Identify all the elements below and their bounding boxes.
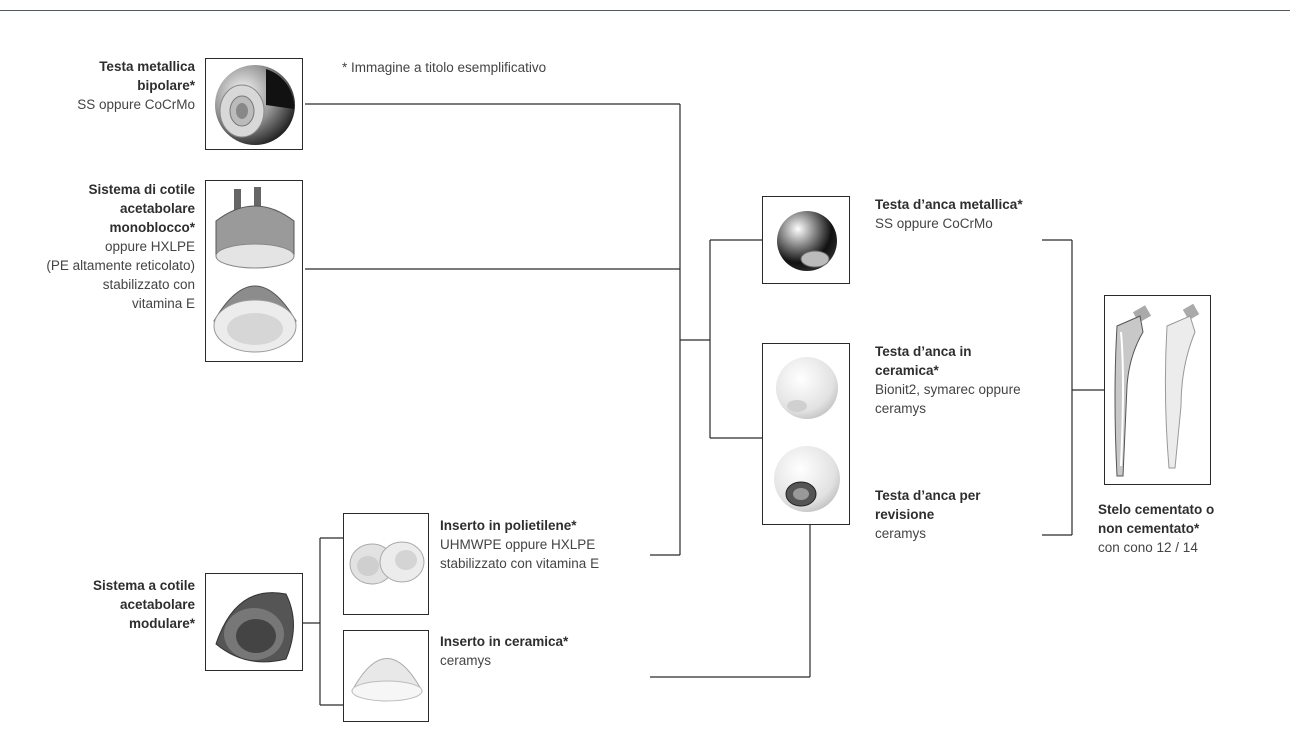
metal-head-title: Testa d’anca metallica*: [875, 197, 1023, 212]
metal-head-desc: SS oppure CoCrMo: [875, 216, 993, 231]
stem-label: Stelo cementato o non cementato* con con…: [1098, 500, 1278, 557]
monobloc-title-2: acetabolare: [119, 201, 195, 216]
ceramic-head-title-2: ceramica*: [875, 363, 939, 378]
modular-cup-label: Sistema a cotile acetabolare modulare*: [40, 576, 195, 633]
modular-title-1: Sistema a cotile: [92, 578, 195, 593]
note-text: * Immagine a titolo esemplificativo: [342, 60, 547, 75]
ceramic-insert-title: Inserto in ceramica*: [440, 634, 569, 649]
metal-head-image: [762, 196, 850, 284]
revision-head-label: Testa d’anca per revisione ceramys: [875, 486, 1075, 543]
bipolar-head-title-2: bipolare*: [137, 78, 195, 93]
revision-head-desc: ceramys: [875, 526, 927, 541]
ceramic-head-title-1: Testa d’anca in: [875, 344, 972, 359]
ceramic-heads-image: [762, 343, 850, 525]
monobloc-desc-2: (PE altamente reticolato): [46, 258, 195, 273]
monobloc-desc-3: stabilizzato con: [102, 277, 195, 292]
stem-desc: con cono 12 / 14: [1098, 540, 1198, 555]
ceramic-head-desc-2: ceramys: [875, 401, 927, 416]
pe-insert-desc-1: UHMWPE oppure HXLPE: [440, 537, 596, 552]
modular-cup-image: [205, 573, 303, 671]
pe-insert-image: [343, 513, 429, 615]
stem-title-1: Stelo cementato o: [1098, 502, 1215, 517]
bipolar-head-label: Testa metallica bipolare* SS oppure CoCr…: [40, 57, 195, 114]
monobloc-title-1: Sistema di cotile: [88, 182, 195, 197]
monobloc-title-3: monoblocco*: [109, 220, 195, 235]
bipolar-head-desc: SS oppure CoCrMo: [77, 97, 195, 112]
ceramic-head-desc-1: Bionit2, symarec oppure: [875, 382, 1021, 397]
top-rule: [0, 10, 1290, 11]
revision-head-title-2: revisione: [875, 507, 935, 522]
stem-image: [1104, 295, 1211, 485]
revision-head-title-1: Testa d’anca per: [875, 488, 981, 503]
ceramic-insert-desc: ceramys: [440, 653, 492, 668]
pe-insert-title: Inserto in polietilene*: [440, 518, 577, 533]
monobloc-desc-4: vitamina E: [131, 296, 195, 311]
bipolar-head-title-1: Testa metallica: [99, 59, 195, 74]
modular-title-2: acetabolare: [119, 597, 195, 612]
stem-title-2: non cementato*: [1098, 521, 1200, 536]
ceramic-head-label: Testa d’anca in ceramica* Bionit2, symar…: [875, 342, 1075, 418]
pe-insert-label: Inserto in polietilene* UHMWPE oppure HX…: [440, 516, 660, 573]
monobloc-cup-image: [205, 180, 303, 362]
metal-head-label: Testa d’anca metallica* SS oppure CoCrMo: [875, 195, 1075, 233]
monobloc-cup-label: Sistema di cotile acetabolare monoblocco…: [40, 180, 195, 313]
bipolar-head-image: [205, 58, 303, 150]
ceramic-insert-label: Inserto in ceramica* ceramys: [440, 632, 660, 670]
modular-title-3: modulare*: [128, 616, 195, 631]
monobloc-desc-1: oppure HXLPE: [104, 239, 195, 254]
ceramic-insert-image: [343, 630, 429, 722]
pe-insert-desc-2: stabilizzato con vitamina E: [440, 556, 600, 571]
